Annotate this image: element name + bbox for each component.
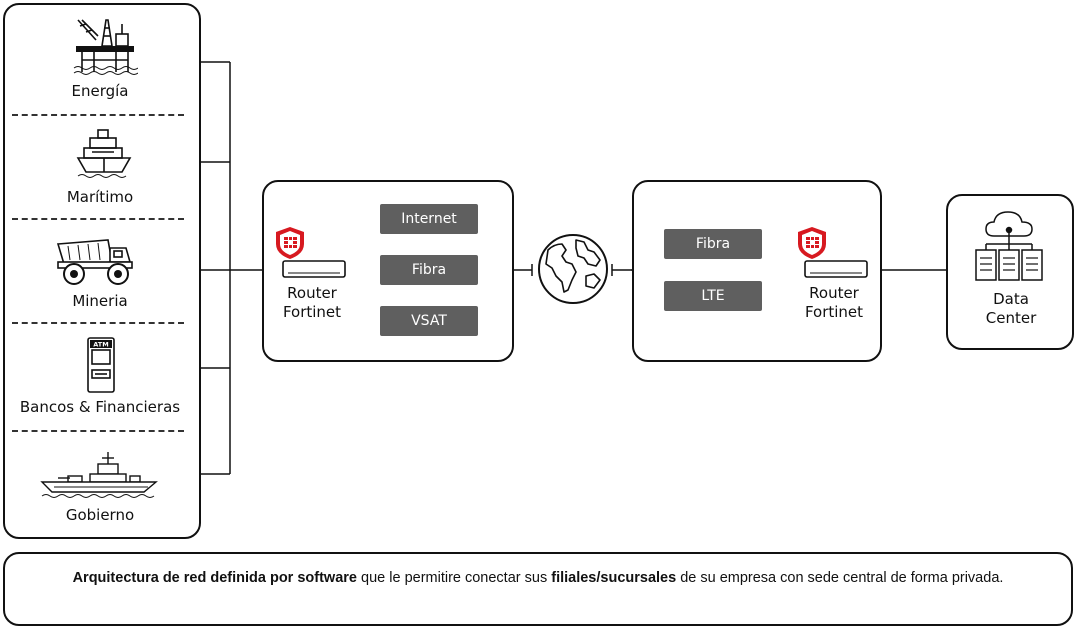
footer-panel <box>3 552 1073 626</box>
sectors-panel <box>3 3 201 539</box>
sector-label-mineria: Mineria <box>72 292 128 310</box>
sector-divider <box>12 322 184 324</box>
link-fibra: Fibra <box>380 255 478 285</box>
globe-icon <box>538 234 608 304</box>
sector-divider <box>12 114 184 116</box>
sector-divider <box>12 430 184 432</box>
fortinet-shield-icon <box>276 227 304 259</box>
sector-label-maritimo: Marítimo <box>66 188 134 206</box>
sector-label-energia: Energía <box>71 82 129 100</box>
footer-bold-branches: filiales/sucursales <box>551 570 677 586</box>
cloud-server-icon <box>975 211 1043 281</box>
footer-description: Arquitectura de red definida por softwar… <box>72 570 1004 586</box>
oil-rig-icon <box>73 19 138 75</box>
right-router-label: Router Fortinet <box>804 284 864 321</box>
link-internet: Internet <box>380 204 478 234</box>
footer-bold-architecture: Arquitectura de red definida por softwar… <box>72 570 357 586</box>
left-router-label: Router Fortinet <box>282 284 342 321</box>
router-device-icon <box>804 260 868 278</box>
datacenter-label: Data Center <box>985 290 1037 327</box>
link-fibra-right: Fibra <box>664 229 762 259</box>
link-lte: LTE <box>664 281 762 311</box>
atm-icon: ATM <box>87 337 115 393</box>
mining-truck-icon <box>56 239 133 285</box>
fortinet-shield-icon <box>798 227 826 259</box>
sector-label-bancos: Bancos & Financieras <box>19 398 181 416</box>
sector-divider <box>12 218 184 220</box>
link-vsat: VSAT <box>380 306 478 336</box>
ship-icon <box>76 129 132 178</box>
warship-icon <box>40 452 158 498</box>
sector-label-gobierno: Gobierno <box>65 506 135 524</box>
router-device-icon <box>282 260 346 278</box>
svg-text:ATM: ATM <box>93 341 108 349</box>
